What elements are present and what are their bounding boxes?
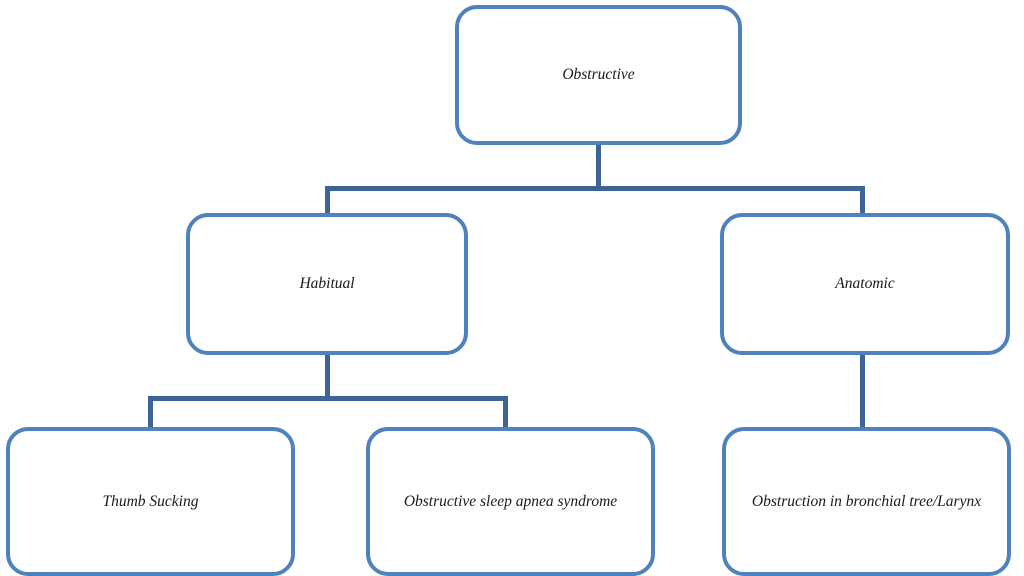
node-thumb-sucking-label: Thumb Sucking	[102, 492, 199, 510]
connector-habitual-to-osas	[503, 396, 508, 429]
connector-habitual-to-thumb	[148, 396, 153, 429]
connector-level1-bar	[325, 186, 865, 191]
node-anatomic-label: Anatomic	[835, 275, 895, 293]
node-habitual-label: Habitual	[299, 275, 355, 293]
connector-root-stem	[596, 143, 601, 188]
connector-root-to-anatomic	[860, 186, 865, 215]
node-obstructive-sleep-apnea-label: Obstructive sleep apnea syndrome	[403, 492, 618, 510]
node-anatomic: Anatomic	[720, 213, 1010, 355]
node-obstructive: Obstructive	[455, 5, 742, 145]
connector-habitual-stem	[325, 353, 330, 398]
node-bronchial-tree-larynx-label: Obstruction in bronchial tree/Larynx	[751, 492, 982, 510]
connector-root-to-habitual	[325, 186, 330, 215]
connector-level2-bar	[148, 396, 508, 401]
node-obstructive-sleep-apnea: Obstructive sleep apnea syndrome	[366, 427, 655, 576]
connector-anatomic-to-bronchial	[860, 353, 865, 429]
node-obstructive-label: Obstructive	[562, 66, 635, 84]
node-bronchial-tree-larynx: Obstruction in bronchial tree/Larynx	[722, 427, 1011, 576]
node-habitual: Habitual	[186, 213, 468, 355]
node-thumb-sucking: Thumb Sucking	[6, 427, 295, 576]
